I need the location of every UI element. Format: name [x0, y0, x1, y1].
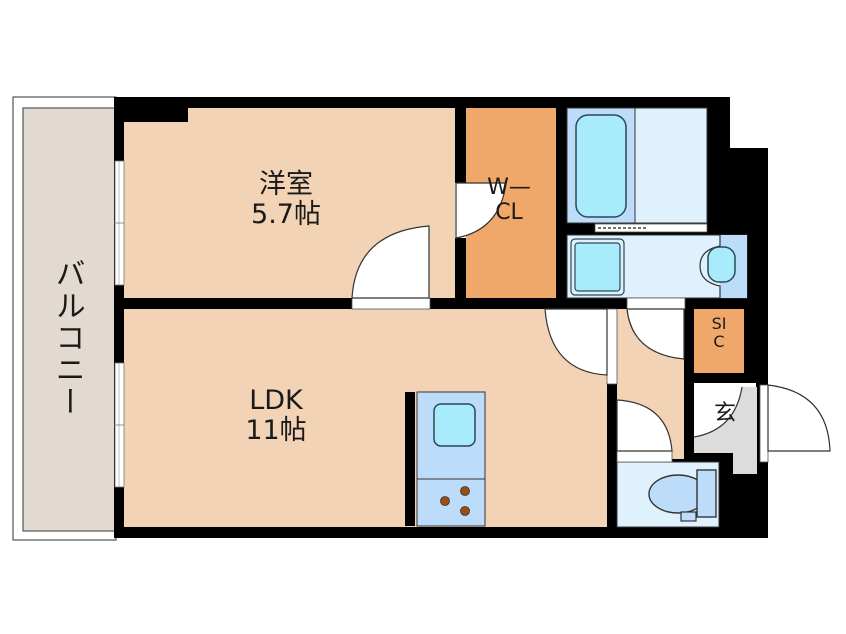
- balcony-windows: [114, 160, 125, 488]
- entrance-label: 玄: [713, 401, 736, 426]
- ldk: [124, 309, 607, 527]
- doors: [351, 182, 686, 463]
- western-room-name: 洋室: [259, 169, 313, 200]
- entrance: [693, 383, 831, 474]
- wcl-line1: W—: [487, 175, 531, 200]
- sic-line2: C: [713, 331, 725, 351]
- shoe-closet: [694, 309, 744, 373]
- wash-basin: [707, 246, 736, 283]
- bathtub: [575, 114, 627, 218]
- western-room-size: 5.7帖: [251, 199, 321, 231]
- kitchen: [405, 391, 486, 527]
- western-room-label: 洋室 5.7帖: [236, 169, 336, 231]
- toilet-room: [616, 461, 720, 528]
- sic-line1: SI: [711, 314, 727, 333]
- ldk-size: 11帖: [245, 415, 307, 447]
- balcony-label: バルコニー: [49, 258, 85, 418]
- shoe-closet-label: SI C: [696, 315, 742, 351]
- burner: [460, 486, 470, 496]
- sink: [433, 403, 476, 447]
- washroom: [566, 234, 748, 299]
- balcony: [12, 96, 117, 541]
- toilet-tank: [696, 469, 717, 518]
- wcl-line2: CL: [495, 199, 523, 225]
- ldk-name: LDK: [249, 385, 303, 416]
- ldk-label: LDK 11帖: [226, 385, 326, 447]
- walk-in-closet-label: W— CL: [474, 175, 544, 225]
- bathroom: [566, 107, 708, 233]
